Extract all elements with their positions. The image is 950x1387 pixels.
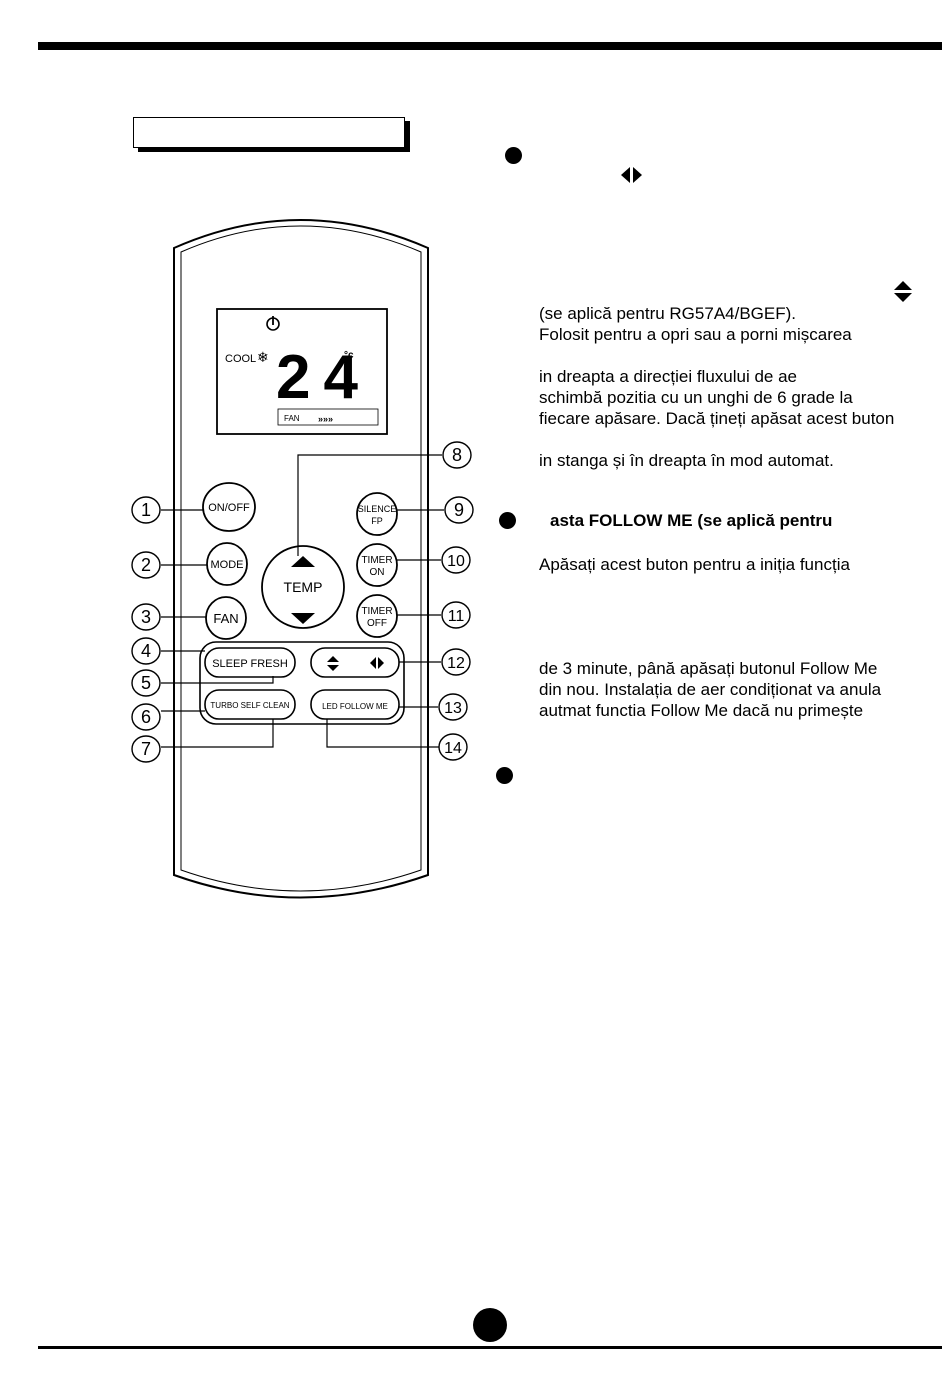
- callout-label: 11: [448, 608, 465, 625]
- bullet-icon: [496, 767, 513, 784]
- turbo-self-clean-button[interactable]: TURBO SELF CLEAN: [204, 689, 296, 720]
- paragraph-line: schimbă pozitia cu un unghi de 6 grade l…: [539, 388, 853, 407]
- callout-11: 11: [441, 601, 471, 629]
- power-indicator-icon: [266, 316, 280, 331]
- svg-text:TIMER: TIMER: [361, 606, 392, 617]
- svg-text:FP: FP: [371, 516, 383, 526]
- temp-up-arrow-icon: [291, 556, 315, 567]
- paragraph-line: autmat functia Follow Me dacă nu primeșt…: [539, 701, 864, 720]
- svg-text:LED FOLLOW ME: LED FOLLOW ME: [322, 702, 388, 711]
- svg-text:OFF: OFF: [367, 618, 387, 629]
- callout-1: 1: [131, 496, 161, 524]
- callout-label: 5: [141, 673, 151, 693]
- callout-4: 4: [131, 637, 161, 665]
- svg-text:SILENCE: SILENCE: [358, 504, 397, 514]
- lcd-display: [216, 308, 388, 435]
- on-off-button[interactable]: ON/OFF: [202, 482, 256, 532]
- svg-text:TEMP: TEMP: [284, 579, 323, 595]
- paragraph-line: in dreapta a direcției fluxului de ae: [539, 367, 797, 386]
- fan-button[interactable]: FAN: [205, 596, 247, 640]
- callout-label: 13: [444, 700, 462, 717]
- section-heading: asta FOLLOW ME (se aplică pentru: [550, 511, 833, 530]
- up-down-arrow-icon: [894, 281, 912, 302]
- callout-9: 9: [444, 496, 474, 524]
- callout-label: 9: [454, 500, 464, 520]
- paragraph-line: Apăsați acest buton pentru a iniția func…: [539, 555, 850, 574]
- lcd-mode-label: COOL: [225, 353, 256, 365]
- swing-left-right-icon: [370, 657, 376, 669]
- paragraph-line: fiecare apăsare. Dacă țineți apăsat aces…: [539, 409, 895, 428]
- temp-button[interactable]: TEMP: [261, 545, 345, 629]
- leader-lines: [161, 454, 444, 748]
- lcd-unit: °c: [344, 350, 354, 361]
- section-title-box: [133, 117, 405, 148]
- page-number-dot: [473, 1308, 507, 1342]
- paragraph-line: in stanga și în dreapta în mod automat.: [539, 451, 834, 470]
- swing-up-down-icon: [327, 656, 339, 662]
- callout-12: 12: [441, 648, 471, 676]
- callout-label: 2: [141, 555, 151, 575]
- temp-down-arrow-icon: [291, 613, 315, 624]
- left-right-arrow-icon: [621, 167, 642, 183]
- header-rule: [38, 42, 942, 50]
- callout-10: 10: [441, 546, 471, 574]
- lcd-fan-label: FAN: [284, 414, 300, 423]
- svg-text:TIMER: TIMER: [361, 555, 392, 566]
- callout-14: 14: [438, 733, 468, 761]
- svg-text:SLEEP FRESH: SLEEP FRESH: [212, 658, 288, 670]
- mode-button[interactable]: MODE: [206, 542, 248, 586]
- svg-text:ON/OFF: ON/OFF: [208, 502, 250, 514]
- paragraph-line: (se aplică pentru RG57A4/BGEF).: [539, 304, 797, 323]
- led-follow-me-button[interactable]: LED FOLLOW ME: [310, 689, 400, 720]
- callout-5: 5: [131, 669, 161, 697]
- paragraph-line: de 3 minute, până apăsați butonul Follow…: [539, 659, 878, 678]
- callout-label: 12: [447, 655, 465, 672]
- callout-13: 13: [438, 693, 468, 721]
- callout-2: 2: [131, 551, 161, 579]
- paragraph-line: Folosit pentru a opri sau a porni mișcar…: [539, 325, 852, 344]
- callout-6: 6: [131, 703, 161, 731]
- timer-on-button[interactable]: TIMER ON: [356, 543, 398, 587]
- bullet-icon: [499, 512, 516, 529]
- callout-3: 3: [131, 603, 161, 631]
- callout-label: 14: [444, 740, 462, 757]
- callout-7: 7: [131, 735, 161, 763]
- svg-text:TURBO SELF CLEAN: TURBO SELF CLEAN: [210, 701, 289, 710]
- timer-off-button[interactable]: TIMER OFF: [356, 594, 398, 638]
- callout-8: 8: [442, 441, 472, 469]
- callout-label: 7: [141, 739, 151, 759]
- lcd-fan-bars: »»»: [318, 414, 333, 424]
- swing-button[interactable]: [310, 647, 400, 678]
- svg-text:ON: ON: [370, 567, 385, 578]
- callout-label: 3: [141, 607, 151, 627]
- callout-label: 1: [141, 500, 151, 520]
- sleep-fresh-button[interactable]: SLEEP FRESH: [204, 647, 296, 678]
- bullet-icon: [505, 147, 522, 164]
- callout-label: 10: [447, 553, 465, 570]
- snowflake-icon: ❄: [257, 349, 269, 365]
- callout-label: 6: [141, 707, 151, 727]
- silence-button[interactable]: SILENCE FP: [356, 492, 398, 536]
- paragraph-line: din nou. Instalația de aer condiționat v…: [539, 680, 882, 699]
- svg-text:FAN: FAN: [213, 611, 238, 626]
- callout-label: 8: [452, 445, 462, 465]
- footer-rule: [38, 1346, 942, 1349]
- svg-text:MODE: MODE: [211, 559, 244, 571]
- callout-label: 4: [141, 641, 151, 661]
